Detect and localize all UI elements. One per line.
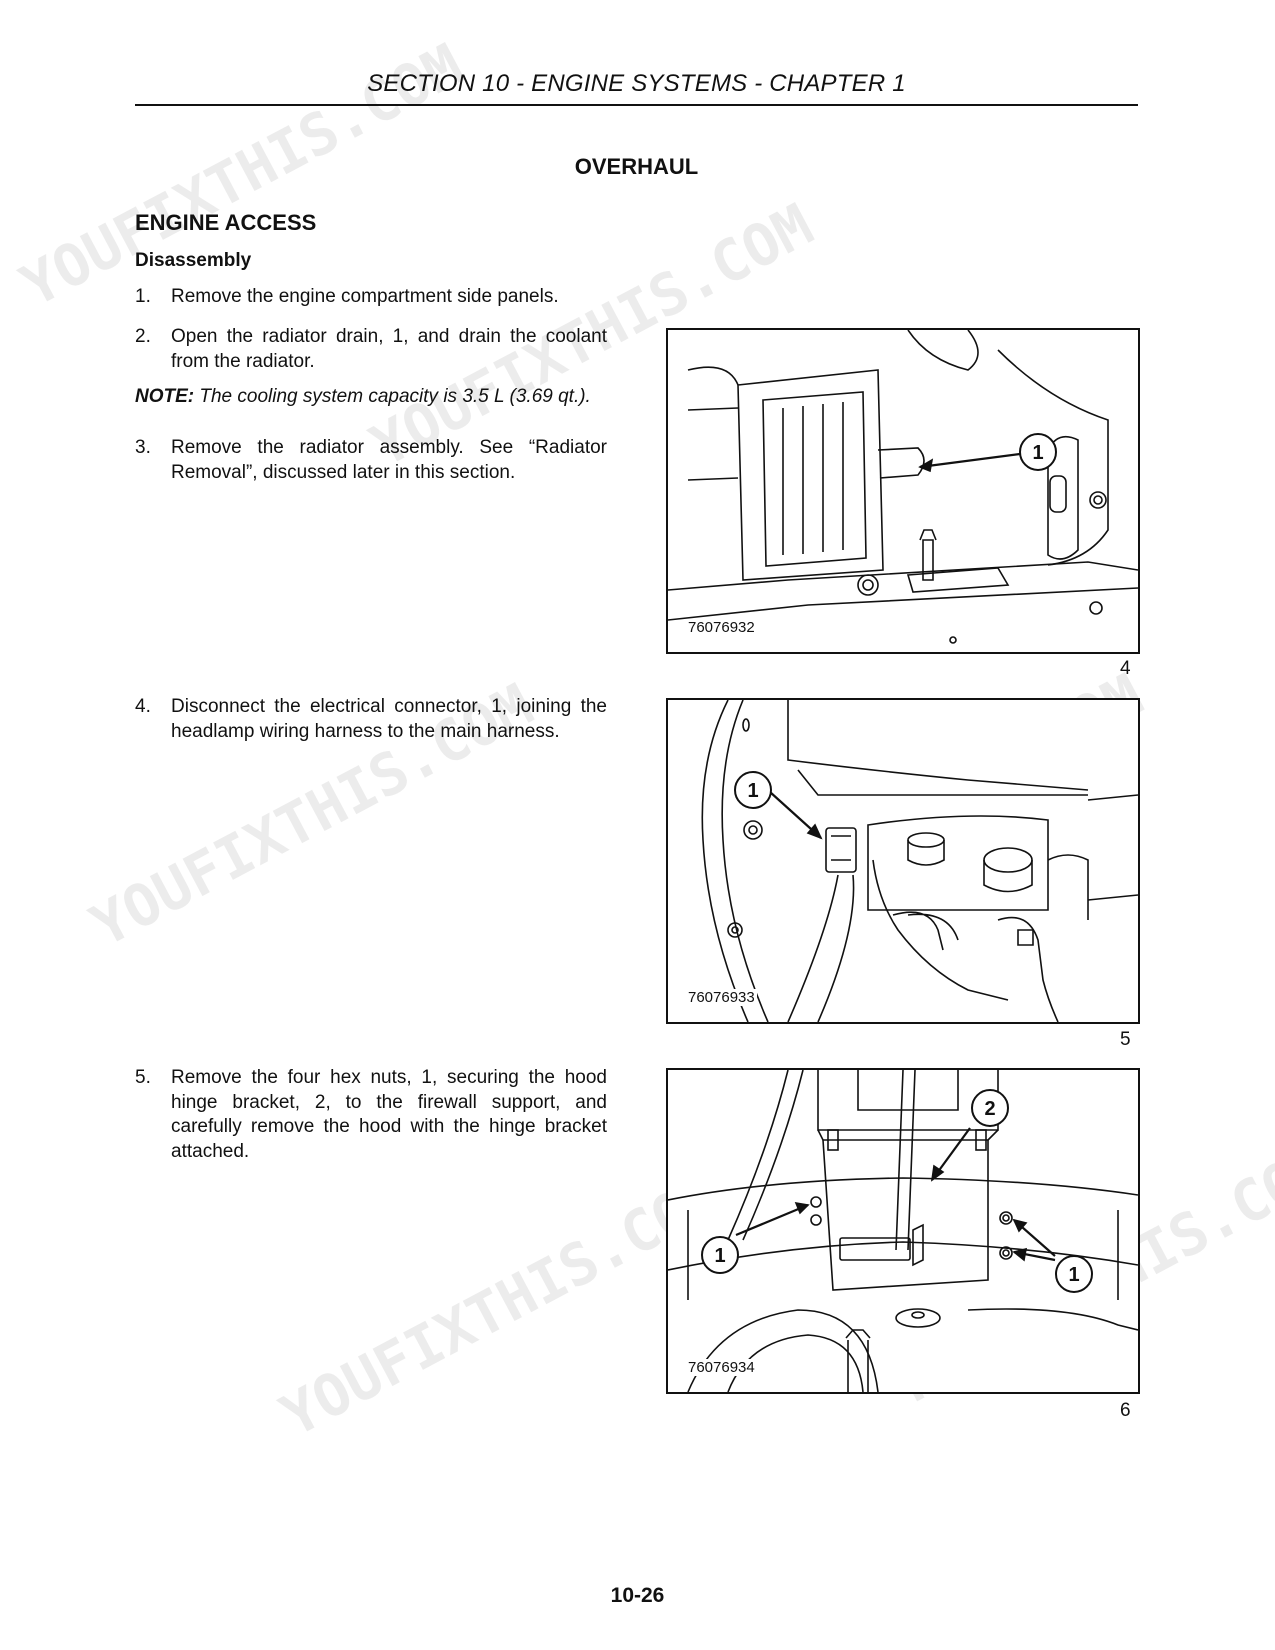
step-text: Open the radiator drain, 1, and drain th…: [171, 326, 607, 372]
figure-number: 4: [1120, 658, 1131, 679]
section-header: SECTION 10 - ENGINE SYSTEMS - CHAPTER 1: [367, 70, 906, 97]
page-title: OVERHAUL: [574, 154, 699, 179]
step-text: Remove the four hex nuts, 1, securing th…: [171, 1067, 607, 1162]
callout-label: 1: [714, 1245, 725, 1267]
note: NOTE: The cooling system capacity is 3.5…: [135, 386, 591, 408]
note-label: NOTE:: [135, 386, 195, 407]
callout-label: 1: [1068, 1264, 1079, 1286]
step-text: Disconnect the electrical connector, 1, …: [171, 696, 607, 742]
step-3: 3. Remove the radiator assembly. See “Ra…: [135, 436, 607, 485]
callout-label: 1: [747, 780, 758, 802]
step-text: Remove the radiator assembly. See “Radia…: [171, 437, 607, 483]
step-number: 5.: [135, 1067, 151, 1088]
connector-illustration: 1: [701, 700, 1138, 1022]
figure-number: 6: [1120, 1400, 1131, 1421]
step-5: 5. Remove the four hex nuts, 1, securing…: [135, 1066, 607, 1164]
step-number: 3.: [135, 437, 151, 458]
figure-electrical-connector: 1 76076933: [666, 698, 1140, 1024]
figure-code: 76076933: [686, 989, 757, 1006]
step-1: 1. Remove the engine compartment side pa…: [135, 285, 607, 310]
subsection-title: Disassembly: [135, 250, 252, 271]
figure-hood-hinge-bracket: 2 1 1 76076934: [666, 1068, 1140, 1394]
page-number: 10-26: [610, 1584, 665, 1607]
step-number: 4.: [135, 696, 151, 717]
step-number: 1.: [135, 286, 151, 307]
callout-label: 1: [1032, 442, 1043, 464]
figure-number: 5: [1120, 1029, 1131, 1050]
header-rule: [135, 104, 1138, 106]
watermark: YOUFIXTHIS.COM: [270, 1160, 734, 1451]
step-4: 4. Disconnect the electrical connector, …: [135, 695, 607, 744]
section-title: ENGINE ACCESS: [135, 210, 317, 235]
figure-code: 76076934: [686, 1359, 757, 1376]
figure-code: 76076932: [686, 619, 757, 636]
note-text: The cooling system capacity is 3.5 L (3.…: [194, 386, 591, 407]
step-2: 2. Open the radiator drain, 1, and drain…: [135, 325, 607, 374]
step-text: Remove the engine compartment side panel…: [171, 286, 559, 307]
hinge-bracket-illustration: 2 1 1: [668, 1070, 1138, 1392]
callout-label: 2: [984, 1098, 995, 1120]
figure-radiator-drain: 1 76076932: [666, 328, 1140, 654]
radiator-illustration: 1: [668, 330, 1138, 644]
step-number: 2.: [135, 326, 151, 347]
